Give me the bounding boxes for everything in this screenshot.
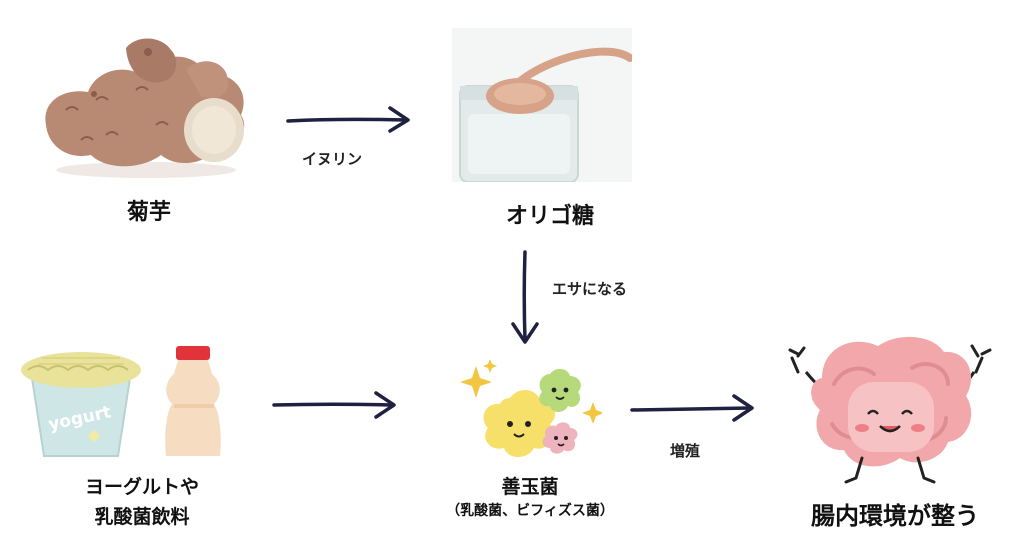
happy-intestine-image (788, 336, 992, 484)
node-kikuimo-label: 菊芋 (126, 200, 171, 225)
node-yogurt-label-line1: ヨーグルトや (84, 476, 199, 498)
good-bacteria-image (460, 360, 602, 457)
oligosaccharide-image (452, 28, 632, 182)
node-zendama-sublabel: （乳酸菌、ビフィズス菌） (446, 503, 614, 519)
edge-inulin-label: イヌリン (302, 150, 363, 168)
arrow-oligo-to-bacteria (511, 250, 539, 344)
node-oligo-label: オリゴ糖 (505, 204, 594, 229)
edge-multiply-label: 増殖 (670, 442, 701, 460)
edge-food-label: エサになる (552, 280, 628, 298)
node-yogurt-label-line2: 乳酸菌飲料 (94, 506, 190, 528)
arrow-yogurt-to-bacteria (272, 391, 396, 419)
yogurt-cup-image: yogurt (21, 352, 141, 457)
lactic-drink-bottle-image (165, 346, 221, 456)
node-gut-label: 腸内環境が整う (811, 502, 979, 530)
jerusalem-artichoke-image (45, 38, 245, 178)
sparkle-icon (460, 366, 492, 398)
arrow-bacteria-to-gut (630, 394, 754, 422)
node-zendama-label: 善玉菌 (501, 476, 559, 498)
arrow-kikuimo-to-oligo (286, 106, 410, 133)
